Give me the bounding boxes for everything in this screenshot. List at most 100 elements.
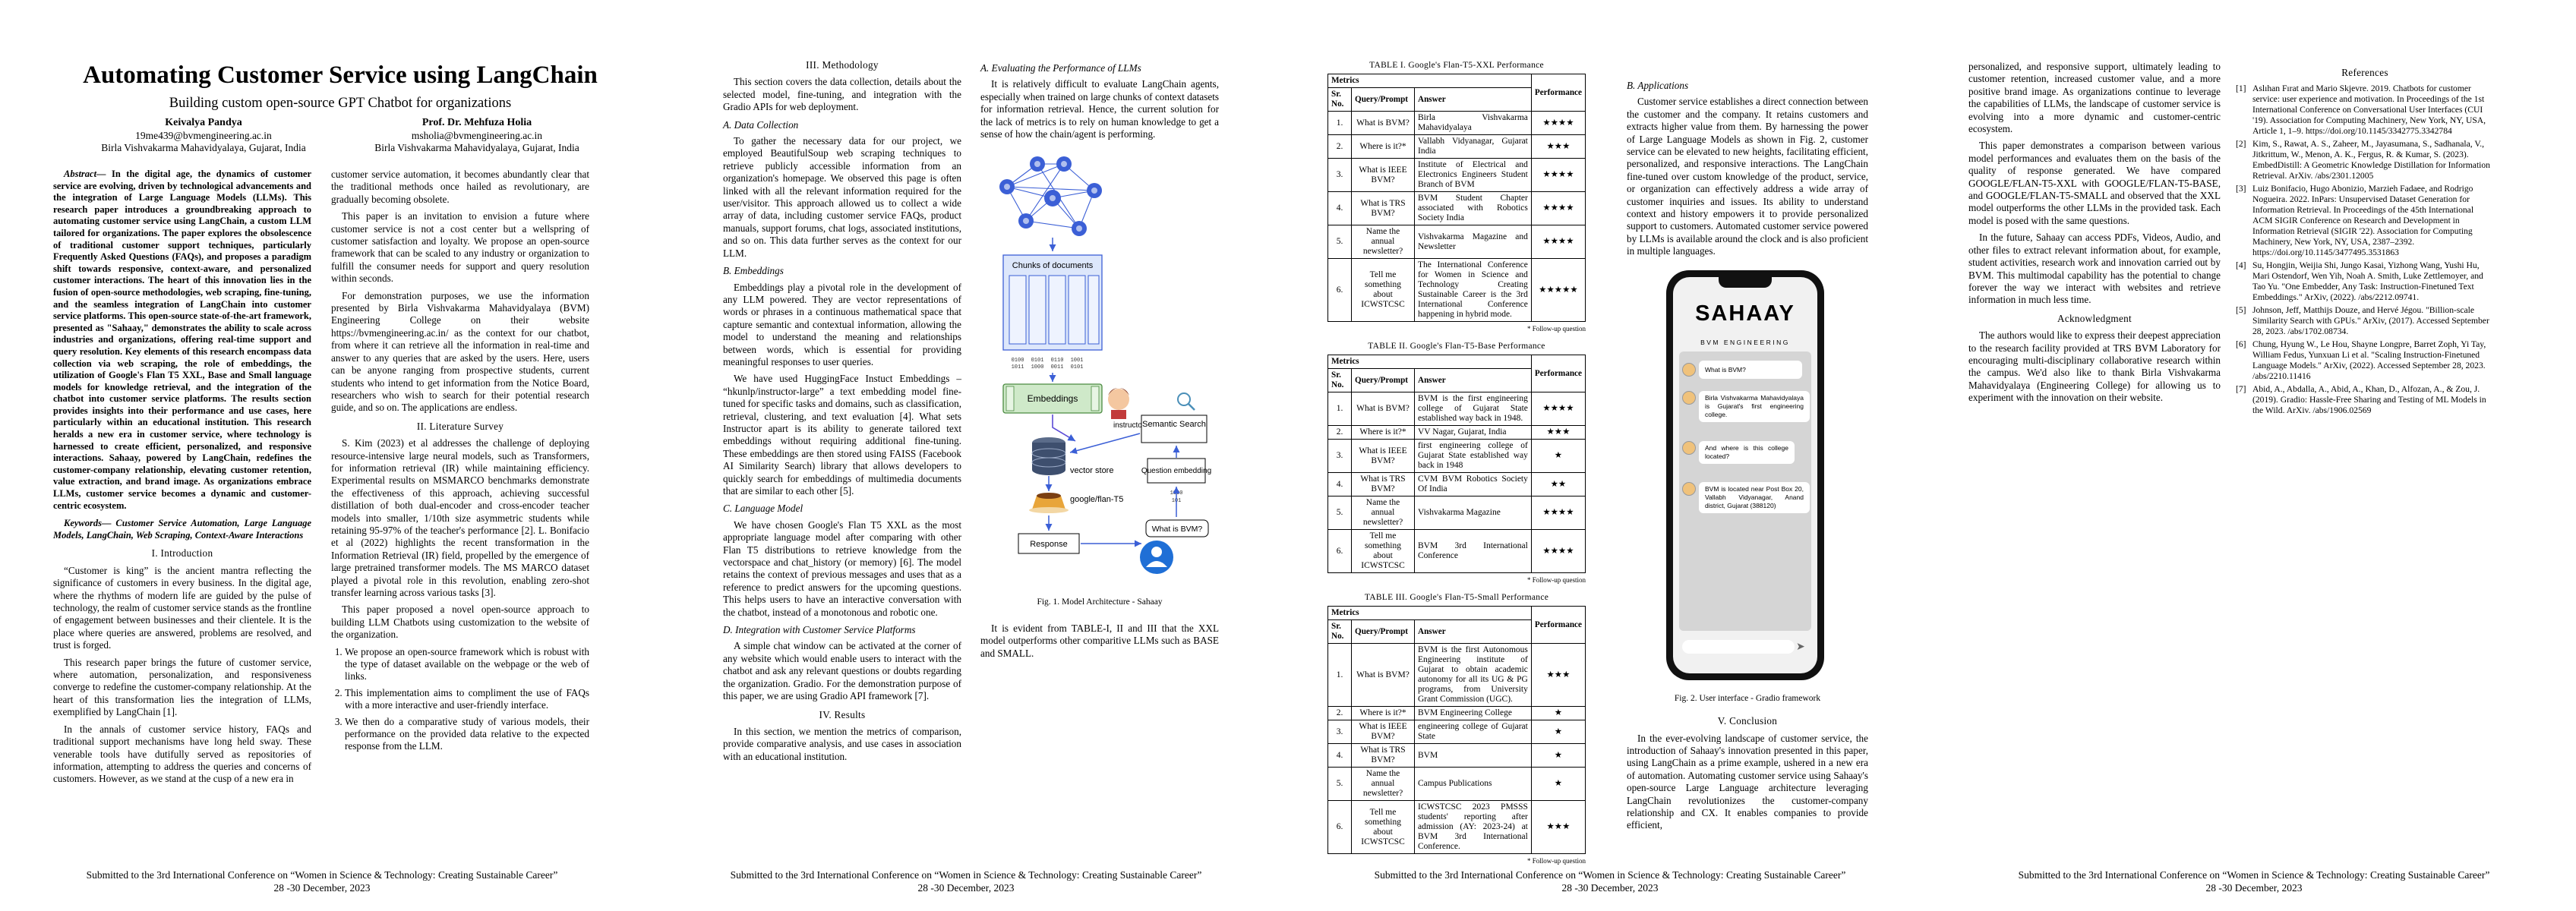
table-row: 4.What is TRS BVM?BVM Student Chapter as… [1327,191,1586,226]
page-footer: Submitted to the 3rd International Confe… [1288,868,1932,894]
reference-text: Su, Hongjin, Weijia Shi, Jungo Kasai, Yi… [2252,260,2483,303]
page-footer: Submitted to the 3rd International Confe… [1932,868,2576,894]
author-block: Keivalya Pandya 19me439@bvmengineering.a… [67,116,614,155]
cell-performance: ★★★★ [1530,158,1586,193]
cell-no: 3. [1327,158,1352,193]
brand-title: SAHAAY [1695,301,1795,326]
web-network-icon [999,156,1102,237]
paragraph: This paper is an invitation to envision … [331,210,589,285]
cell-answer: BVM Engineering College [1414,706,1532,721]
table-3-caption: TABLE III. Google's Flan-T5-Small Perfor… [1364,592,1549,602]
message-text: What is BVM? [1699,360,1802,380]
paragraph: The authors would like to express their … [1968,329,2221,404]
cell-performance: ★★★ [1530,800,1586,855]
cell-no: 4. [1327,743,1352,768]
reference-text: Kim, S., Rawat, A. S., Zaheer, M., Jayas… [2252,139,2490,181]
paragraph: This research paper brings the future of… [53,656,311,718]
flan-label: google/flan-T5 [1070,495,1123,504]
table-row: 3.What is IEEE BVM?first engineering col… [1327,439,1586,474]
section-heading: II. Literature Survey [416,420,504,432]
question-embedding-label: Question embedding [1141,467,1211,475]
cell-answer: VV Nagar, Gujarat, India [1414,425,1532,440]
reference-item: [6]Chung, Hyung W., Le Hou, Shayne Longp… [2236,339,2494,382]
column-7: personalized, and responsive support, ul… [1968,61,2221,409]
svg-text:1011: 1011 [1012,364,1024,370]
column-2: customer service automation, it becomes … [331,169,589,757]
cell-query: What is TRS BVM? [1351,191,1415,226]
chat-message-bot: Birla Vishvakarma Mahavidyalaya is Gujar… [1682,390,1810,422]
footer-conference: Submitted to the 3rd International Confe… [2018,869,2490,881]
page-4: personalized, and responsive support, ul… [1932,0,2576,911]
chat-message-user: What is BVM? [1682,360,1802,380]
cell-answer: Campus Publications [1414,767,1532,802]
table-header-performance: Performance [1530,606,1586,645]
table-2-caption: TABLE II. Google's Flan-T5-Base Performa… [1368,341,1545,351]
subsection-heading: A. Data Collection [723,118,799,131]
cell-no: 2. [1327,134,1352,159]
avatar [1682,440,1696,455]
cell-answer: BVM is the first engineering college of … [1414,392,1532,427]
author-affiliation: Birla Vishvakarma Mahavidyalaya, Gujarat… [374,142,579,153]
cell-no: 1. [1327,392,1352,427]
cell-no: 5. [1327,225,1352,260]
footer-conference: Submitted to the 3rd International Confe… [86,869,558,881]
page-footer: Submitted to the 3rd International Confe… [644,868,1288,894]
table-1-footnote: * Follow-up question [1526,325,1586,333]
phone-screen: SAHAAY BVM ENGINEERING What is BVM? Birl… [1673,276,1817,673]
reference-number: [7] [2236,384,2246,395]
table-row: 2.Where is it?*BVM Engineering College★ [1327,706,1586,721]
cell-query: What is BVM? [1351,392,1415,427]
table-row: 2.Where is it?*VV Nagar, Gujarat, India★… [1327,425,1586,440]
paragraph: This paper proposed a novel open-source … [331,604,589,641]
cell-answer: Institute of Electrical and Electronics … [1414,158,1532,193]
cell-performance: ★★★★ [1530,529,1586,574]
cell-no: 6. [1327,258,1352,323]
table-row: 5.Name the annual newsletter?Campus Publ… [1327,767,1586,802]
reference-text: Abid, A., Abdalla, A., Abid, A., Khan, D… [2252,384,2486,416]
phone-frame: SAHAAY BVM ENGINEERING What is BVM? Birl… [1666,270,1824,680]
message-text: Birla Vishvakarma Mahavidyalaya is Gujar… [1699,390,1810,422]
message-text: BVM is located near Post Box 20, Vallabh… [1699,481,1810,513]
search-icon [1177,392,1195,411]
subsection-heading: B. Embeddings [723,265,784,277]
cell-performance: ★ [1530,439,1586,474]
chat-input[interactable] [1682,639,1795,654]
keywords-text: Customer Service Automation, Large Langu… [53,518,311,541]
table-header-query: Query/Prompt [1351,368,1415,393]
column-6: B. Applications Customer service establi… [1627,74,1868,837]
section-heading: V. Conclusion [1717,715,1778,727]
reference-list: [1]Aslıhan Fırat and Mario Skjevre. 2019… [2236,84,2494,416]
list-item: This implementation aims to compliment t… [345,687,589,712]
paragraph: In this section, we mention the metrics … [723,725,961,762]
table-row: 5.Name the annual newsletter?Vishvakarma… [1327,225,1586,260]
footer-dates: 28 -30 December, 2023 [273,882,371,894]
cell-no: 3. [1327,720,1352,745]
cell-query: Tell me something about ICWSTCSC [1351,529,1415,574]
cell-query: What is IEEE BVM? [1351,158,1415,193]
author-email[interactable]: 19me439@bvmengineering.ac.in [135,129,272,141]
reference-number: [2] [2236,139,2246,150]
author-email[interactable]: msholia@bvmengineering.ac.in [411,129,543,141]
paper-title: Automating Customer Service using LangCh… [83,61,598,89]
column-4: A. Evaluating the Performance of LLMs It… [980,53,1219,664]
user-question-bubble [1145,519,1209,537]
reference-number: [1] [2236,84,2246,94]
paragraph: personalized, and responsive support, ul… [1968,61,2221,135]
cell-answer: Vishvakarma Magazine and Newsletter [1414,225,1532,260]
send-icon[interactable]: ➤ [1796,639,1805,652]
section-heading: I. Introduction [151,547,213,560]
footer-dates: 28 -30 December, 2023 [1561,882,1659,894]
paragraph: S. Kim (2023) et al addresses the challe… [331,437,589,598]
table-header-performance: Performance [1530,355,1586,393]
reference-text: Johnson, Jeff, Matthijs Douze, and Hervé… [2252,305,2489,337]
svg-text:0101: 0101 [1071,364,1084,370]
reference-text: Chung, Hyung W., Le Hou, Shayne Longpre,… [2252,339,2486,382]
paragraph: Customer service establishes a direct co… [1627,96,1868,257]
table-header-no: Sr. No. [1327,368,1352,393]
user-icon [1140,541,1173,575]
cell-answer: BVM Student Chapter associated with Robo… [1414,191,1532,226]
cell-answer: The International Conference for Women i… [1414,258,1532,323]
paragraph: It is evident from TABLE-I, II and III t… [980,622,1219,659]
chunks-label: Chunks of documents [1012,261,1094,270]
